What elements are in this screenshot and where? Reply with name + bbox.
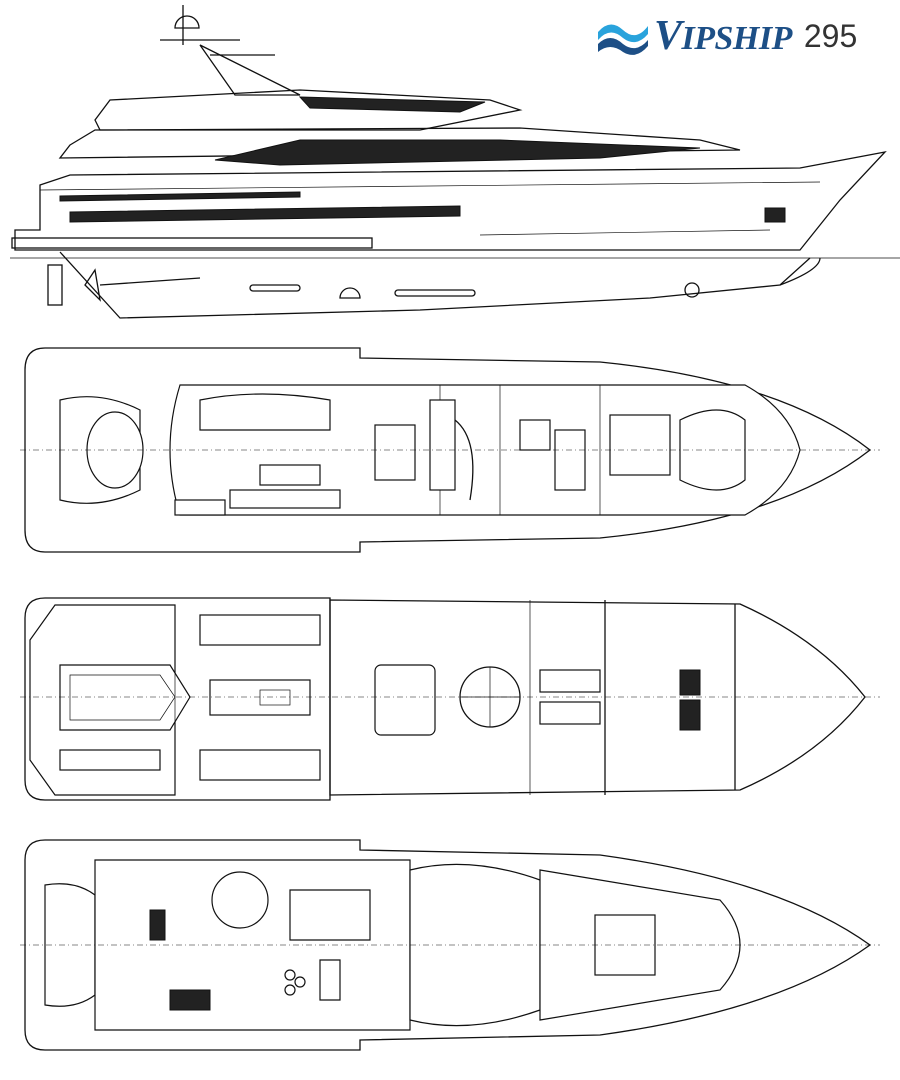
vipship-logo: VIPSHIP 295 bbox=[596, 13, 858, 59]
master-bed bbox=[374, 664, 436, 736]
bridge-deck bbox=[58, 127, 741, 159]
lower-deck-plan bbox=[20, 597, 880, 801]
underwater-hull bbox=[59, 251, 811, 319]
profile-view bbox=[10, 5, 900, 319]
tender-dinghy bbox=[59, 664, 191, 731]
sun-deck-plan bbox=[20, 839, 880, 1051]
upper-window-band bbox=[298, 96, 486, 113]
hull-superstructure bbox=[14, 150, 887, 251]
brand-name: VIPSHIP bbox=[654, 13, 792, 59]
main-deck-plan bbox=[20, 347, 880, 553]
radar-mast bbox=[160, 5, 301, 96]
propeller-and-rudder bbox=[47, 264, 201, 306]
bridge-windows bbox=[214, 139, 701, 166]
jacuzzi bbox=[211, 871, 269, 929]
dining-table bbox=[374, 424, 416, 481]
salon-sofa bbox=[199, 393, 331, 431]
engine-room bbox=[174, 605, 321, 795]
model-number: 295 bbox=[803, 17, 858, 54]
hawse-pipe bbox=[764, 207, 786, 223]
wave-icon bbox=[598, 24, 648, 55]
hull-stripe bbox=[69, 205, 461, 223]
